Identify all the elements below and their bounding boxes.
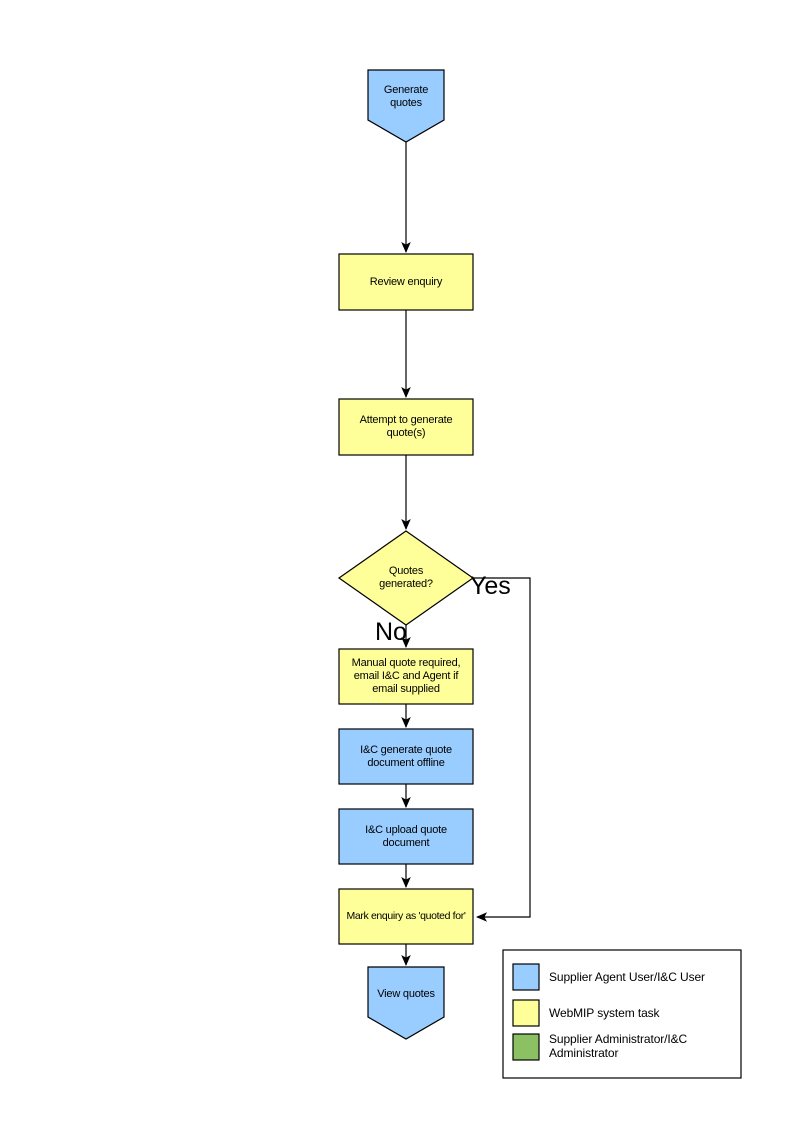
legend-swatch-2	[512, 1033, 540, 1061]
legend-swatch-1	[512, 999, 540, 1027]
legend-swatch-0	[512, 963, 540, 991]
connector-decision-yes-to-mark	[473, 577, 531, 922]
node-attempt-generate-quotes-shape	[338, 398, 474, 456]
legend-box	[502, 949, 742, 1079]
node-ic-upload-quote-document-shape	[338, 808, 474, 865]
node-mark-enquiry-quoted-for-shape	[338, 888, 474, 945]
node-review-enquiry-shape	[338, 253, 474, 311]
node-ic-generate-quote-offline-shape	[338, 728, 474, 785]
node-view-quotes-shape	[367, 966, 445, 1040]
legend-item-label-2: Supplier Administrator/I&C Administrator	[549, 1032, 688, 1060]
node-generate-quotes-shape	[367, 69, 445, 143]
node-quotes-generated-decision-shape	[337, 530, 475, 626]
node-manual-quote-required-shape	[338, 648, 474, 705]
legend-item-label-0: Supplier Agent User/I&C User	[549, 970, 705, 984]
legend-item-label-1: WebMIP system task	[549, 1006, 660, 1020]
